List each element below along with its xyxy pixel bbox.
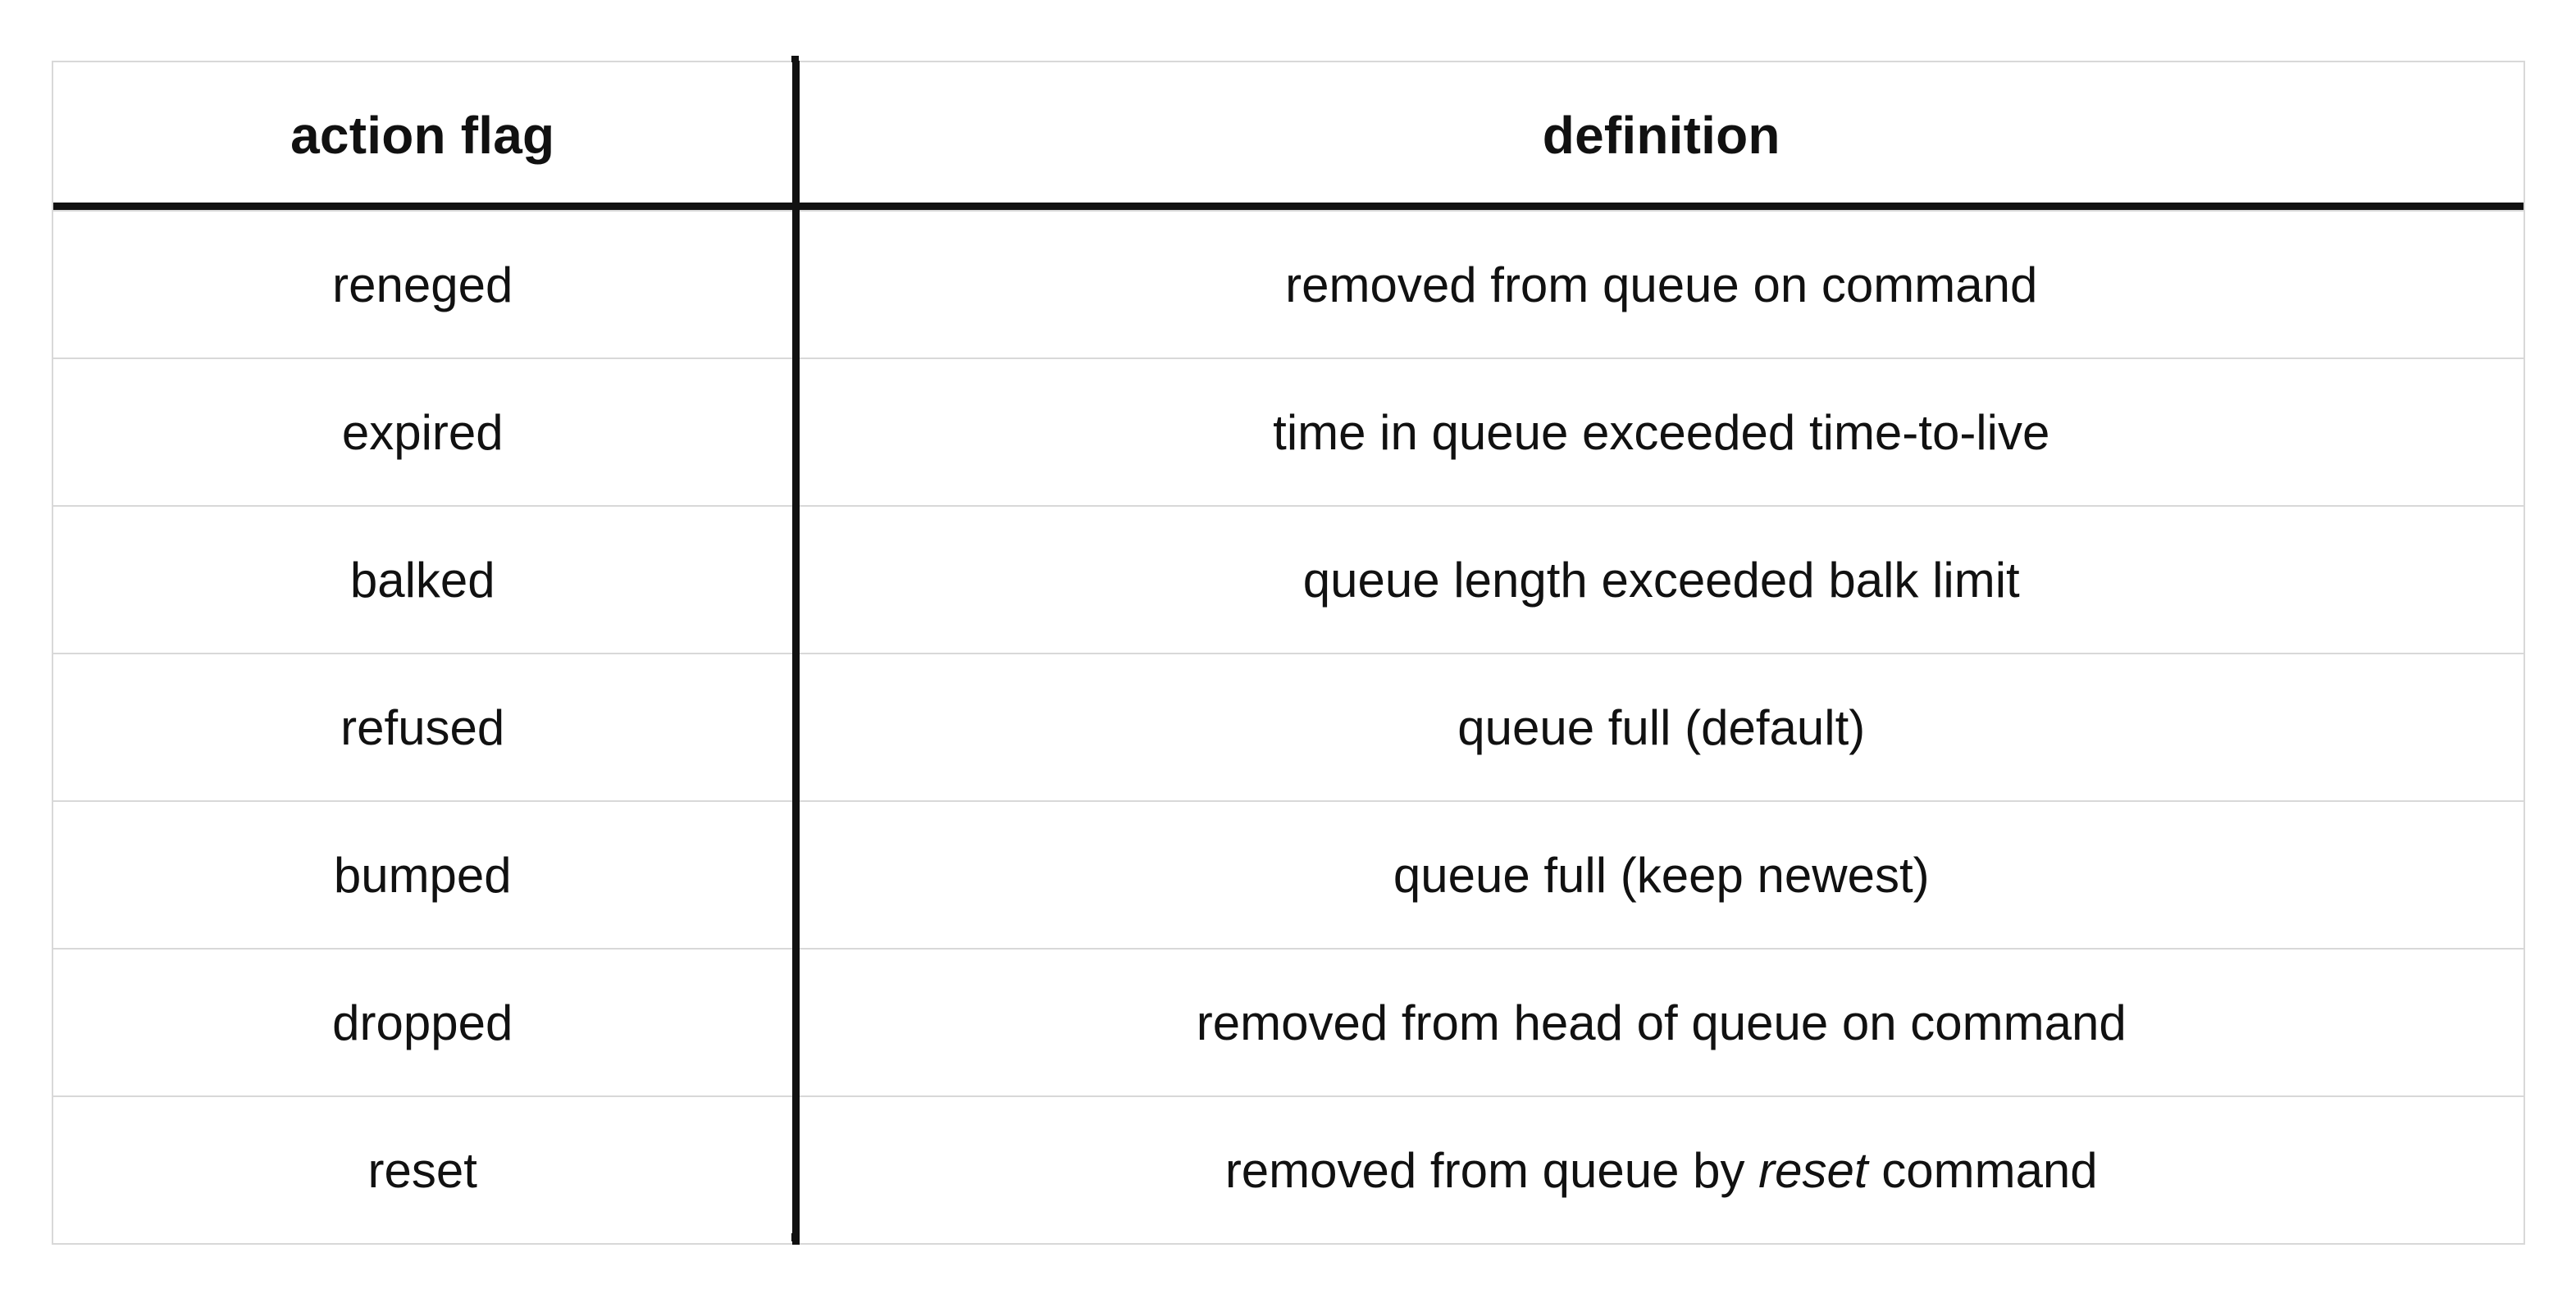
definition-value: queue full (default) — [1457, 699, 1866, 755]
definition-value: queue full (keep newest) — [1393, 847, 1930, 903]
column-header-definition-label: definition — [1542, 106, 1780, 166]
table-body: reneged removed from queue on command expi… — [52, 210, 2525, 1245]
action-flag-value: reset — [367, 1142, 477, 1198]
column-header-action-flag: action flag — [52, 61, 800, 211]
action-flag-value: balked — [349, 552, 495, 608]
definition-emphasis: reset — [1758, 1142, 1868, 1198]
table-row: dropped removed from head of queue on com… — [52, 948, 2525, 1097]
table-row: expired time in queue exceeded time-to-li… — [52, 358, 2525, 507]
table-header: action flag definition — [52, 61, 2525, 211]
definition-value: removed from queue on command — [1285, 257, 2038, 312]
cell-definition: removed from head of queue on command — [795, 948, 2525, 1097]
cell-action-flag: balked — [52, 505, 800, 654]
table-row: refused queue full (default) — [52, 653, 2525, 802]
cell-action-flag: reneged — [52, 210, 800, 359]
cell-definition: time in queue exceeded time-to-live — [795, 358, 2525, 507]
definition-value: time in queue exceeded time-to-live — [1273, 404, 2050, 460]
column-header-action-flag-label: action flag — [290, 106, 555, 166]
definition-text: removed from queue by — [1224, 1142, 1759, 1198]
action-flag-value: bumped — [333, 847, 512, 903]
definition-value: removed from queue by reset command — [800, 1145, 2524, 1196]
action-flag-value: expired — [341, 404, 504, 460]
cell-action-flag: dropped — [52, 948, 800, 1097]
definition-text: command — [1867, 1142, 2098, 1198]
cell-definition: removed from queue on command — [795, 210, 2525, 359]
definition-value: removed from head of queue on command — [1196, 995, 2127, 1050]
action-flag-table-container: action flag definition reneged removed fr… — [52, 56, 2525, 1245]
cell-action-flag: reset — [52, 1095, 800, 1245]
table-row: reneged removed from queue on command — [52, 210, 2525, 359]
column-divider-rule-bottom — [791, 1233, 799, 1241]
action-flag-value: dropped — [332, 995, 513, 1050]
cell-action-flag: refused — [52, 653, 800, 802]
action-flag-definition-table: action flag definition reneged removed fr… — [52, 61, 2525, 1245]
table-header-row: action flag definition — [52, 61, 2525, 211]
definition-value: queue length exceeded balk limit — [1302, 552, 2020, 608]
column-header-definition: definition — [795, 61, 2525, 211]
cell-definition: queue length exceeded balk limit — [795, 505, 2525, 654]
action-flag-value: refused — [340, 699, 505, 755]
column-divider-rule-top — [791, 56, 799, 62]
cell-definition: queue full (default) — [795, 653, 2525, 802]
cell-definition: queue full (keep newest) — [795, 800, 2525, 950]
cell-action-flag: expired — [52, 358, 800, 507]
action-flag-value: reneged — [332, 257, 513, 312]
table-row: bumped queue full (keep newest) — [52, 800, 2525, 950]
cell-action-flag: bumped — [52, 800, 800, 950]
table-row: balked queue length exceeded balk limit — [52, 505, 2525, 654]
cell-definition: removed from queue by reset command — [795, 1095, 2525, 1245]
